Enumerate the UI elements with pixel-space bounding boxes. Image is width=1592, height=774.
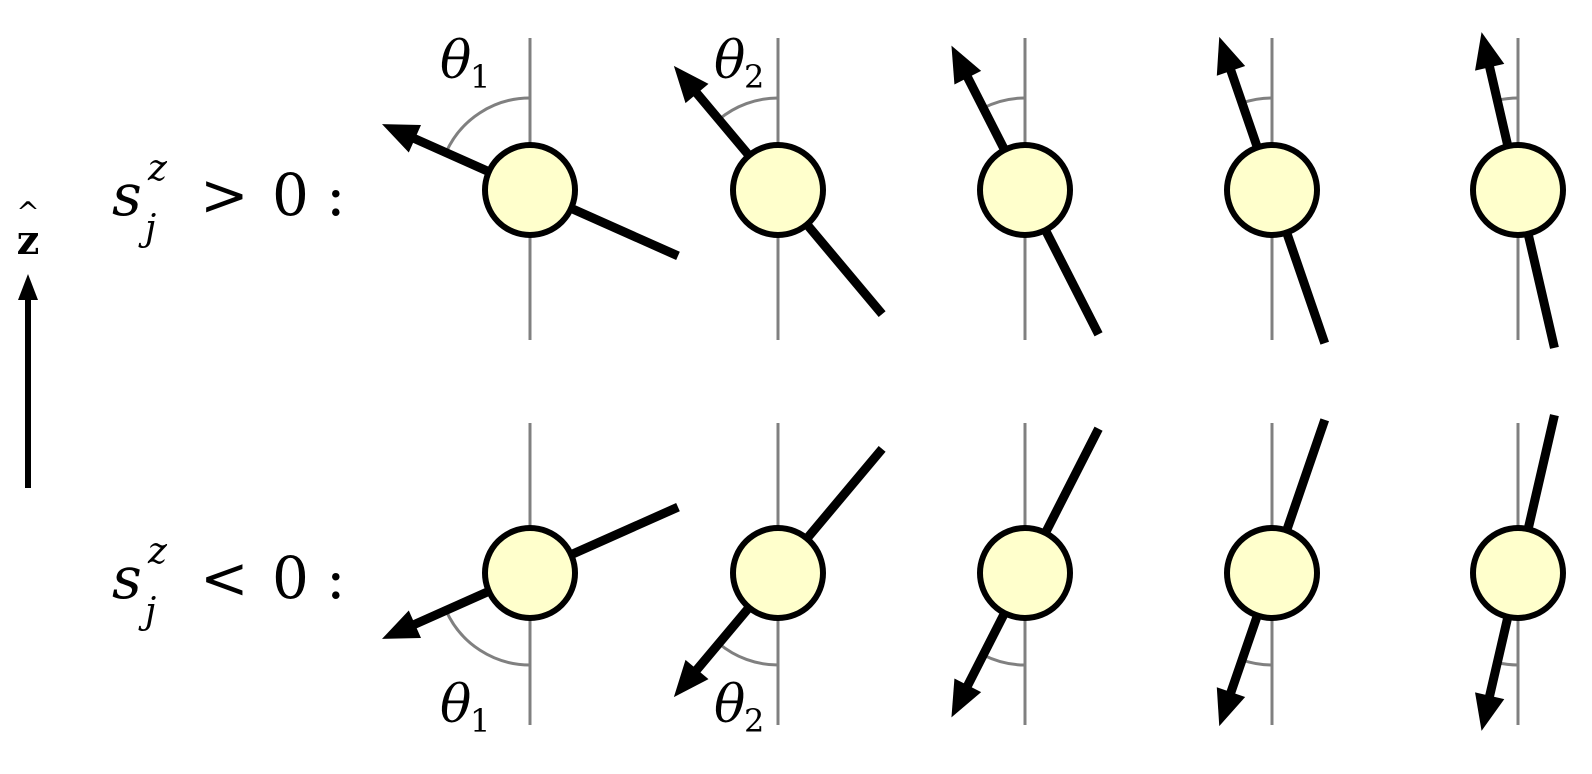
angle-arc	[717, 642, 779, 667]
spin-arrow-head	[382, 610, 421, 639]
angle-label-base: θ	[714, 675, 745, 735]
row-label-positive: s z j > 0 :	[112, 148, 346, 249]
spin-positive-5	[1470, 32, 1566, 349]
spin-circle	[730, 525, 826, 621]
spin-arrow-head	[1475, 32, 1505, 71]
angle-arc	[982, 96, 1026, 110]
angle-label-theta-2-bottom: θ 2	[714, 675, 764, 740]
angle-label-theta-1-top: θ 1	[440, 31, 490, 96]
spin-arrow-head	[673, 65, 709, 104]
z-axis-label-hat: ^	[16, 196, 39, 229]
spin-circle	[977, 525, 1073, 621]
row-label-base: s	[112, 161, 142, 229]
spin-circle	[730, 142, 826, 238]
angle-label-subscript: 1	[470, 702, 490, 740]
row-label-relation: <	[200, 544, 249, 612]
spin-negative-5	[1470, 414, 1566, 731]
spin-arrow-head	[673, 659, 709, 698]
spin-circle	[977, 142, 1073, 238]
spin-arrow-head	[1216, 36, 1246, 76]
row-label-base: s	[112, 544, 142, 612]
spin-positive-3	[951, 38, 1103, 340]
angle-arc	[444, 96, 531, 154]
angle-label-base: θ	[714, 31, 745, 91]
spin-negative-2	[673, 423, 886, 725]
spin-circle	[1224, 142, 1320, 238]
row-label-colon: :	[326, 161, 346, 229]
spin-arrow-head	[951, 45, 982, 85]
z-axis-arrow-head	[18, 274, 38, 300]
spin-circle	[1470, 525, 1566, 621]
z-axis-indicator: z ^	[16, 196, 40, 488]
spin-arrow-head	[382, 124, 421, 153]
angle-label-subscript: 1	[470, 58, 490, 96]
spin-positive-1	[382, 38, 680, 340]
angle-label-subscript: 2	[744, 58, 764, 96]
row-label-value: 0	[272, 544, 309, 612]
spin-positive-2	[673, 38, 886, 340]
spin-negative-3	[951, 423, 1103, 725]
row-label-value: 0	[272, 161, 309, 229]
angle-arc	[982, 653, 1026, 667]
row-label-relation: >	[200, 161, 249, 229]
row-label-superscript: z	[147, 531, 168, 572]
angle-arc	[444, 609, 531, 667]
angle-arc	[717, 96, 779, 121]
row-label-colon: :	[326, 544, 346, 612]
spin-arrow-head	[1216, 687, 1246, 727]
spin-circle	[482, 525, 578, 621]
spin-positive-4	[1216, 36, 1329, 345]
angle-label-theta-2-top: θ 2	[714, 31, 764, 96]
angle-label-base: θ	[440, 675, 471, 735]
row-label-negative: s z j < 0 :	[112, 531, 346, 632]
spin-arrow-head	[951, 678, 982, 718]
spin-circle	[1224, 525, 1320, 621]
row-label-superscript: z	[147, 148, 168, 189]
angle-labels: θ 1 θ 2 θ 1 θ 2	[440, 31, 764, 740]
angle-label-subscript: 2	[744, 702, 764, 740]
angle-label-theta-1-bottom: θ 1	[440, 675, 490, 740]
spin-arrow-head	[1475, 692, 1505, 731]
spin-circle	[482, 142, 578, 238]
spin-negative-4	[1216, 418, 1329, 727]
angle-label-base: θ	[440, 31, 471, 91]
z-axis-label: z	[17, 217, 40, 264]
spin-negative-1	[382, 423, 680, 725]
spin-circle	[1470, 142, 1566, 238]
spins-layer	[382, 32, 1566, 731]
